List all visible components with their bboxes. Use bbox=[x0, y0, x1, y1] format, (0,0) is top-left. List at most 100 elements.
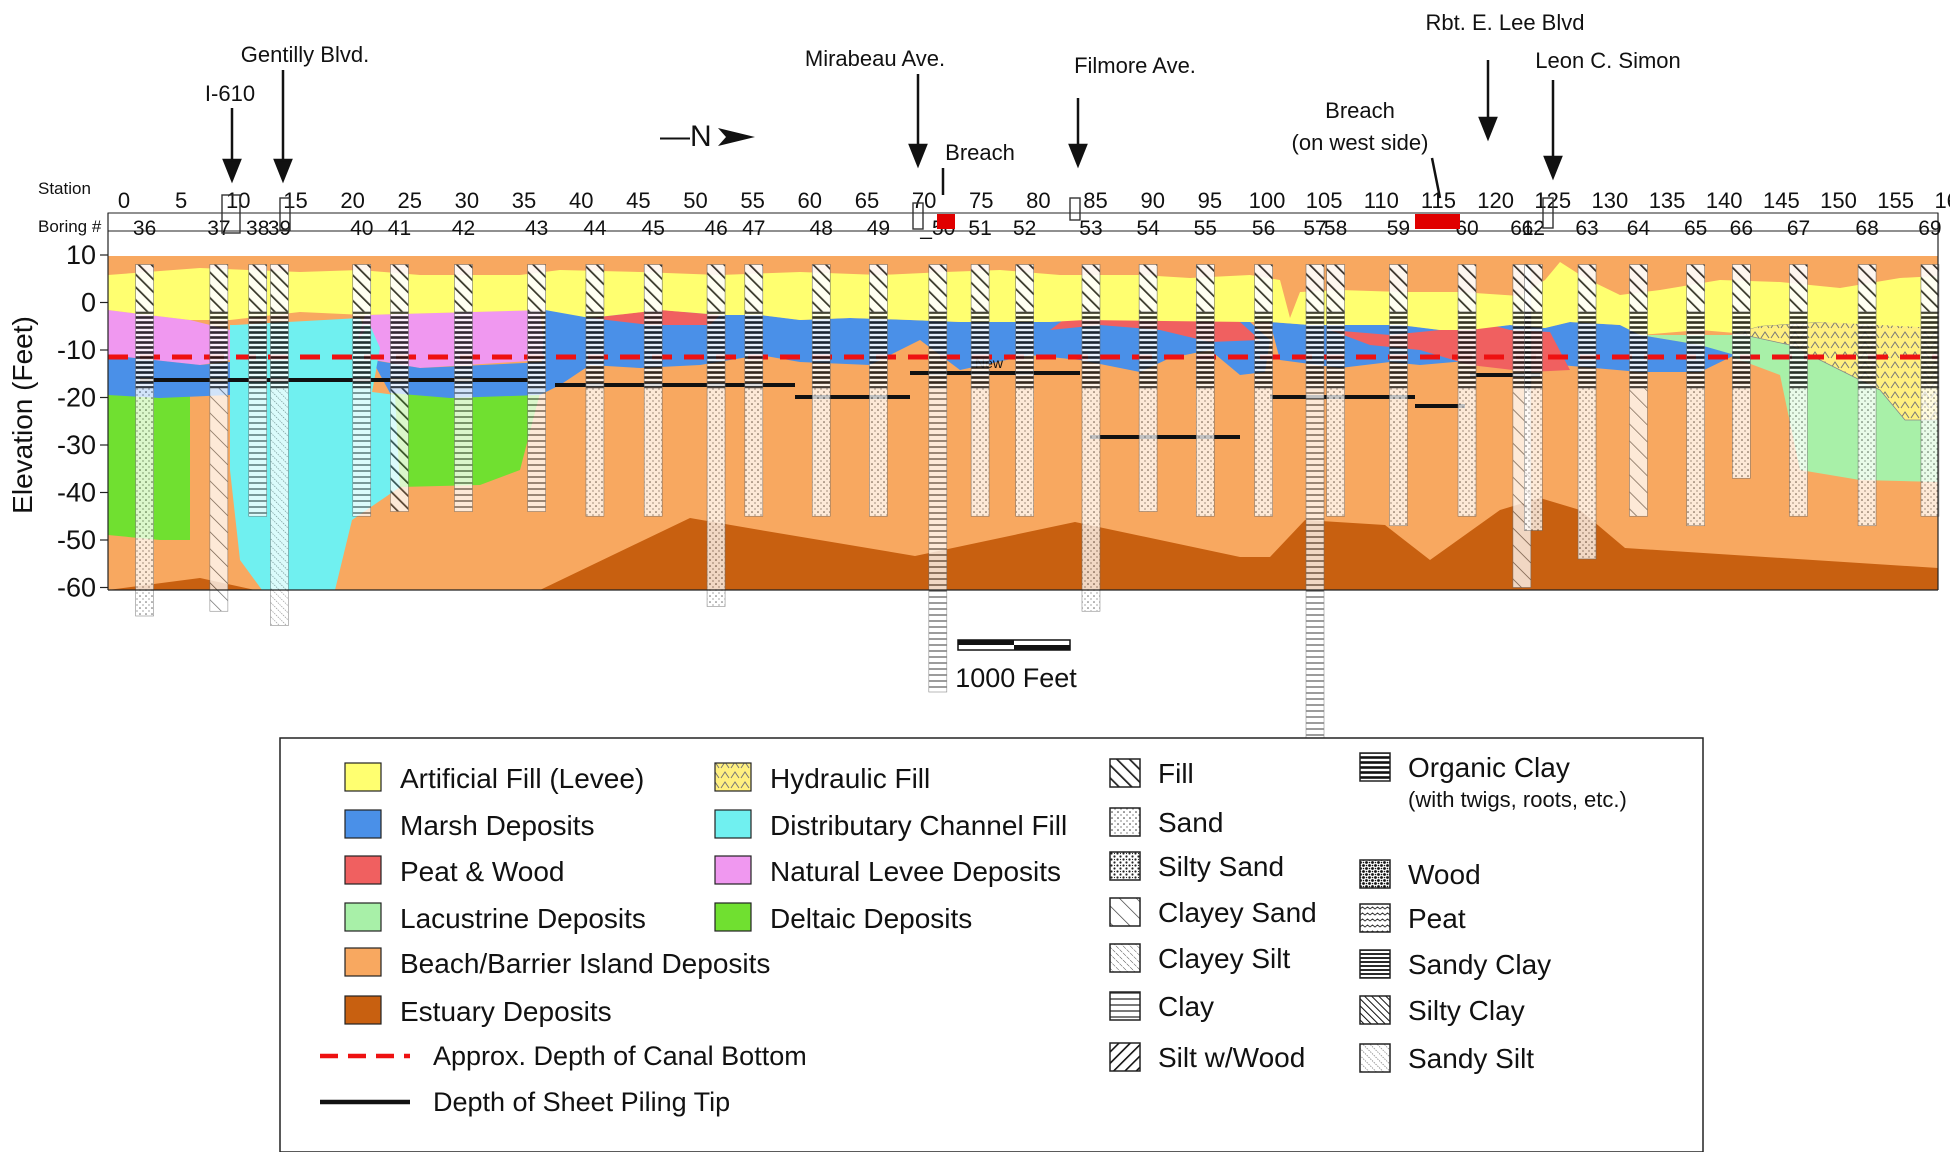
station-tick-label: 65 bbox=[855, 188, 879, 213]
boring-column bbox=[270, 264, 289, 626]
boring-number: 58 bbox=[1324, 217, 1347, 240]
legend-label: Clayey Sand bbox=[1158, 897, 1317, 928]
station-label: Station bbox=[38, 179, 91, 198]
legend-unit-item: Natural Levee Deposits bbox=[714, 855, 1061, 887]
legend-label: Lacustrine Deposits bbox=[400, 903, 646, 934]
legend-label: Sandy Clay bbox=[1408, 949, 1551, 980]
legend-swatch bbox=[344, 809, 382, 839]
wood-pattern-icon bbox=[1359, 859, 1391, 889]
sandy-silt-pattern-icon bbox=[1359, 1043, 1391, 1073]
station-marker bbox=[221, 194, 241, 234]
legend-label: Peat bbox=[1408, 903, 1466, 934]
boring-column bbox=[643, 264, 663, 517]
legend-unit-item: Estuary Deposits bbox=[344, 995, 612, 1027]
boring-number: 51 bbox=[968, 217, 991, 240]
boring-column bbox=[1195, 264, 1215, 517]
boring-number: 60 bbox=[1455, 217, 1478, 240]
legend-label: Hydraulic Fill bbox=[770, 763, 930, 794]
sand-pattern-icon bbox=[1109, 807, 1141, 837]
street-label-breach: Breach bbox=[945, 140, 1015, 165]
legend-soil-item: Clayey Silt bbox=[1109, 943, 1290, 974]
breach-marker bbox=[937, 214, 955, 229]
breach-marker bbox=[1415, 214, 1460, 229]
station-tick-label: 25 bbox=[398, 188, 422, 213]
station-marker bbox=[279, 197, 291, 231]
legend-soil-item: Sand bbox=[1109, 807, 1223, 838]
legend-unit-item: Beach/Barrier Island Deposits bbox=[344, 947, 770, 979]
legend-label: Sand bbox=[1158, 807, 1223, 838]
station-tick-label: 75 bbox=[969, 188, 993, 213]
boring-number: 55 bbox=[1194, 217, 1217, 240]
boring-column bbox=[1015, 264, 1034, 517]
street-label-breach-west-note: (on west side) bbox=[1292, 130, 1429, 155]
legend-unit-item: Distributary Channel Fill bbox=[714, 809, 1067, 841]
legend-swatch bbox=[714, 762, 752, 792]
boring-column bbox=[390, 264, 409, 512]
boring-number: 38 bbox=[246, 217, 269, 240]
boring-number: 37 bbox=[207, 217, 230, 240]
y-tick-label: -50 bbox=[57, 525, 96, 555]
y-tick-label: 0 bbox=[81, 288, 96, 318]
station-tick-label: 160 bbox=[1934, 188, 1950, 213]
boring-number: 43 bbox=[525, 217, 548, 240]
station-tick-label: 5 bbox=[175, 188, 187, 213]
legend: Artificial Fill (Levee)Marsh DepositsPea… bbox=[279, 737, 1704, 1152]
y-tick-label: 10 bbox=[66, 240, 96, 270]
clay-pattern-icon bbox=[1109, 991, 1141, 1021]
station-tick-label: 150 bbox=[1820, 188, 1857, 213]
boring-column bbox=[248, 264, 268, 517]
scale-bar-label: 1000 Feet bbox=[955, 663, 1077, 693]
boring-column bbox=[527, 264, 546, 512]
station-tick-label: 60 bbox=[798, 188, 822, 213]
street-label-breach-west: Breach bbox=[1325, 98, 1395, 123]
station-tick-label: 10 bbox=[226, 188, 250, 213]
station-tick-label: 55 bbox=[740, 188, 764, 213]
boring-column bbox=[1686, 264, 1705, 527]
boring-number: 61 bbox=[1510, 217, 1533, 240]
street-label-mirabeau: Mirabeau Ave. bbox=[805, 46, 945, 71]
legend-swatch bbox=[344, 947, 382, 977]
north-arrow-head bbox=[718, 128, 755, 146]
legend-swatch bbox=[344, 902, 382, 932]
street-label-rbt-e-lee: Rbt. E. Lee Blvd bbox=[1426, 10, 1585, 35]
boring-column bbox=[970, 264, 990, 517]
boring-column bbox=[869, 264, 888, 517]
silty-clay-pattern-icon bbox=[1359, 995, 1391, 1025]
boring-number: 65 bbox=[1684, 217, 1707, 240]
station-marker bbox=[1069, 197, 1081, 221]
boring-column bbox=[744, 264, 764, 517]
legend-sublabel: (with twigs, roots, etc.) bbox=[1408, 787, 1627, 812]
station-tick-label: 85 bbox=[1083, 188, 1107, 213]
legend-label: Beach/Barrier Island Deposits bbox=[400, 948, 770, 979]
boring-column bbox=[811, 264, 831, 517]
legend-line-item: Depth of Sheet Piling Tip bbox=[320, 1087, 730, 1117]
street-label-i610: I-610 bbox=[205, 81, 255, 106]
station-tick-label: 0 bbox=[118, 188, 130, 213]
station-tick-label: 90 bbox=[1140, 188, 1164, 213]
boring-number: 54 bbox=[1136, 217, 1160, 240]
boring-column bbox=[1732, 264, 1751, 479]
boring-column bbox=[706, 264, 726, 607]
legend-label: Silty Sand bbox=[1158, 851, 1284, 882]
boring-column bbox=[1629, 264, 1648, 517]
boring-columns bbox=[135, 264, 1940, 755]
boring-number: 69 bbox=[1918, 217, 1941, 240]
legend-box bbox=[279, 737, 1704, 1152]
boring-column bbox=[585, 264, 605, 517]
station-tick-label: 145 bbox=[1763, 188, 1800, 213]
y-tick-label: -30 bbox=[57, 430, 96, 460]
silt-wood-pattern-icon bbox=[1109, 1042, 1141, 1072]
boring-column bbox=[209, 264, 229, 612]
legend-soil-item: Fill bbox=[1109, 758, 1194, 789]
station-tick-label: 105 bbox=[1306, 188, 1343, 213]
legend-soil-item: Silty Sand bbox=[1109, 851, 1284, 882]
boring-column bbox=[1857, 264, 1877, 527]
legend-soil-item: Peat bbox=[1359, 903, 1466, 934]
legend-label: Organic Clay bbox=[1408, 752, 1570, 783]
street-arrows bbox=[222, 60, 1563, 199]
boring-column bbox=[1081, 264, 1101, 612]
boring-number: 57 bbox=[1303, 217, 1326, 240]
peat-pattern-icon bbox=[1359, 903, 1391, 933]
boring-column bbox=[1305, 264, 1325, 755]
station-tick-label: 130 bbox=[1592, 188, 1629, 213]
